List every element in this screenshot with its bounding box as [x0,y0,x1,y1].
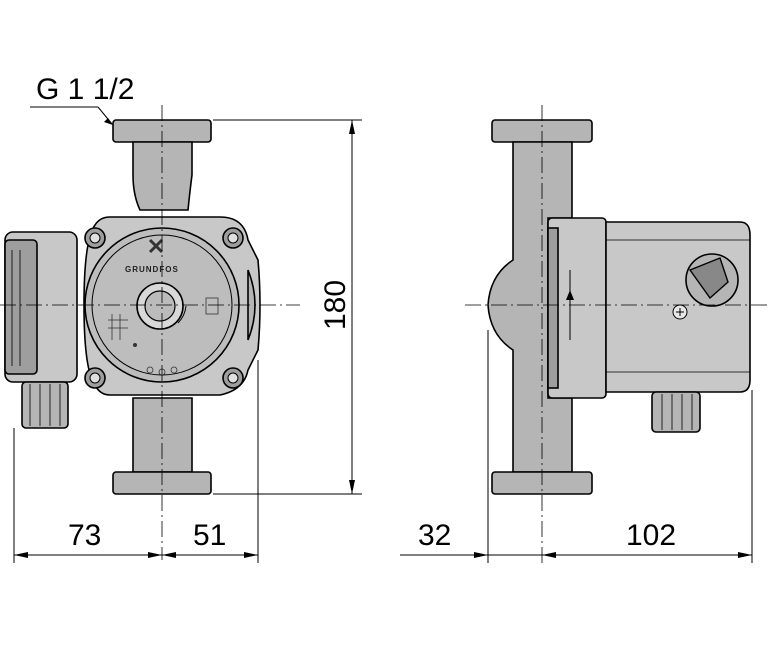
grundfos-logo: GRUNDFOS [125,238,179,274]
thread-label: G 1 1/2 [36,73,134,106]
terminal-box-cover [4,239,38,375]
side-cable-gland [651,391,701,433]
speed-selector-knob [685,253,739,307]
rotation-arrow-icon [177,305,187,324]
grundfos-x-icon [148,238,164,254]
front-top-neck [132,141,193,211]
height-label: 180 [319,280,352,330]
brand-text: GRUNDFOS [125,265,179,274]
front-terminal-box [4,231,78,429]
dim-side-depths: 32 102 [400,330,753,563]
side-offset-label: 32 [418,519,451,552]
thread-callout: G 1 1/2 [30,73,134,125]
side-depth-label: 102 [626,519,676,552]
front-bottom-neck [132,397,193,473]
dim-height: 180 [213,119,362,495]
right-depth-label: 51 [193,519,226,552]
faceplate-markings [108,297,219,376]
left-depth-label: 73 [68,519,101,552]
front-bolts [84,227,244,389]
front-right-bulge [247,269,256,341]
cable-gland [21,381,69,429]
front-view: GRUNDFOS G 1 1/2 [0,73,300,560]
dim-front-depths: 73 51 [13,360,259,563]
side-view [465,105,770,565]
